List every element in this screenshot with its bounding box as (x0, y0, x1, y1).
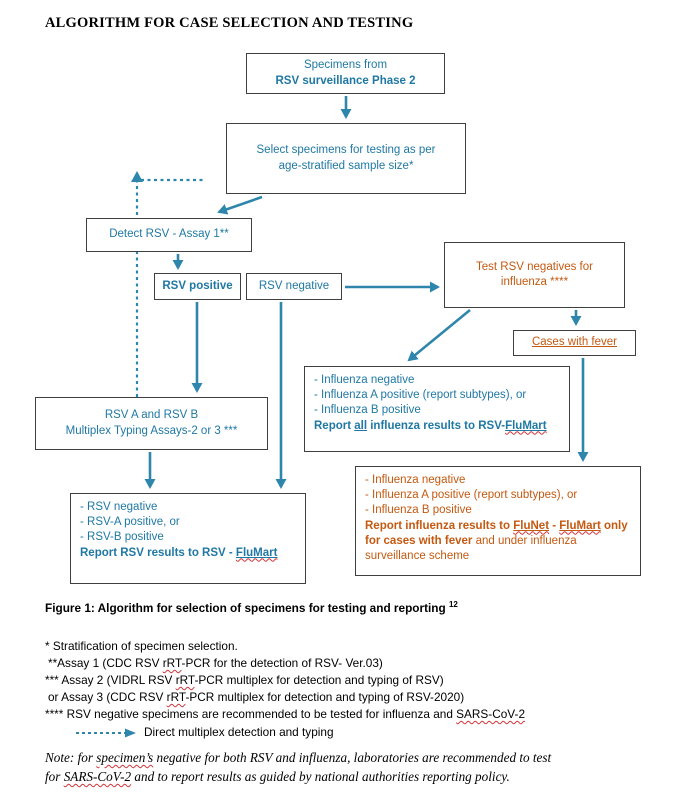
text-run: only for cases with fever (365, 519, 628, 547)
footnote-line-1: * Stratification of specimen selection. (45, 639, 238, 653)
box-influenza-results: - Influenza negative - Influenza A posit… (304, 366, 570, 452)
text-run-underline-all: all (354, 419, 368, 432)
detect-label: Detect RSV - Assay 1** (109, 228, 229, 241)
footnote-line-4: or Assay 3 (CDC RSV rRT-PCR multiplex fo… (45, 689, 525, 706)
report-rsv-item1: - RSV negative (80, 501, 158, 513)
text-run: -PCR multiplex for detection and typing … (185, 690, 465, 704)
text-run: Note: for (45, 750, 97, 765)
influenza-results-report-line: Report all influenza results to RSV-FluM… (314, 419, 560, 434)
influenza-results-item1: - Influenza negative (314, 374, 415, 386)
box-specimens: Specimens from RSV surveillance Phase 2 (246, 53, 445, 94)
note-line-2: for SARS-CoV-2 and to report results as … (45, 767, 650, 786)
rsv-positive-label: RSV positive (162, 279, 233, 292)
box-rsv-positive: RSV positive (154, 273, 241, 300)
text-run: negative for both RSV and influenza, lab… (153, 750, 552, 765)
arrow-influenza-to-results (407, 308, 471, 362)
box-report-rsv: - RSV negative - RSV-A positive, or - RS… (70, 493, 306, 584)
bottom-note: Note: for specimen’s negative for both R… (45, 748, 650, 786)
test-influenza-line1: Test RSV negatives for (476, 260, 593, 273)
footnote-line-3: *** Assay 2 (VIDRL RSV rRT-PCR multiplex… (45, 672, 525, 689)
box-select-specimens: Select specimens for testing as per age-… (226, 123, 466, 194)
rsv-negative-label: RSV negative (258, 279, 330, 292)
caption-superscript: 12 (448, 600, 458, 609)
text-run: or Assay 3 (CDC RSV (48, 690, 167, 704)
caption-text: Figure 1: Algorithm for selection of spe… (45, 600, 446, 615)
text-run: Report RSV results to RSV - (80, 546, 236, 559)
text-run-flunet: FluNet (513, 519, 550, 532)
text-run: **** RSV negative specimens are recommen… (45, 707, 457, 721)
arrow-select-to-detect (217, 195, 263, 215)
report-influenza-report-line: Report influenza results to FluNet - Flu… (365, 519, 631, 565)
text-run: -PCR multiplex for detection and typing … (194, 673, 444, 687)
multiplex-line2: Multiplex Typing Assays-2 or 3 *** (65, 424, 238, 437)
report-rsv-report-line: Report RSV results to RSV - FluMart (80, 546, 296, 561)
select-line1: Select specimens for testing as per (256, 144, 436, 157)
footnotes: * Stratification of specimen selection. … (45, 638, 525, 741)
text-run-flumart: FluMart (505, 419, 547, 432)
text-run: influenza results to RSV- (367, 419, 506, 432)
text-run-flumart: FluMart (559, 519, 601, 532)
influenza-results-item2: - Influenza A positive (report subtypes)… (314, 389, 527, 402)
text-run: and to report results as guided by natio… (131, 769, 510, 785)
footnote-line-5: **** RSV negative specimens are recommen… (45, 706, 525, 723)
text-run: -PCR for the detection of RSV- Ver.03) (181, 656, 383, 670)
text-run: *** Assay 2 (VIDRL RSV (45, 673, 176, 687)
multiplex-line1: RSV A and RSV B (104, 409, 199, 422)
report-influenza-item3: - Influenza B positive (365, 504, 472, 517)
text-run-sars: SARS-CoV-2 (456, 707, 526, 721)
text-run: Report influenza results to (365, 519, 514, 532)
select-line2: age-stratified sample size* (278, 159, 414, 172)
report-rsv-item2: - RSV-A positive, or (80, 516, 180, 529)
specimens-line1: Specimens from (303, 59, 388, 72)
specimens-line2: RSV surveillance Phase 2 (275, 74, 416, 87)
text-run: - (549, 519, 560, 532)
report-influenza-item1: - Influenza negative (365, 474, 466, 486)
report-influenza-item2: - Influenza A positive (report subtypes)… (365, 489, 578, 502)
box-rsv-negative: RSV negative (246, 273, 342, 300)
footnote-line-2: **Assay 1 (CDC RSV rRT-PCR for the detec… (45, 655, 525, 672)
text-run-flumart: FluMart (235, 546, 278, 559)
text-run-specimens: specimen’s (96, 750, 154, 765)
influenza-results-item3: - Influenza B positive (314, 404, 421, 417)
box-detect-rsv: Detect RSV - Assay 1** (86, 218, 252, 252)
text-run-rrt: rRT (162, 656, 182, 670)
figure-caption: Figure 1: Algorithm for selection of spe… (45, 600, 458, 615)
text-run: for (45, 769, 64, 785)
box-test-influenza: Test RSV negatives for influenza **** (444, 242, 625, 308)
dashed-arrow-icon (76, 728, 136, 737)
text-run: **Assay 1 (CDC RSV (48, 656, 163, 670)
legend-direct-multiplex: Direct multiplex detection and typing (45, 724, 525, 741)
box-cases-with-fever: Cases with fever (513, 330, 636, 356)
report-rsv-item3: - RSV-B positive (80, 531, 164, 544)
text-run: Report (314, 419, 355, 432)
page-title: ALGORITHM FOR CASE SELECTION AND TESTING (45, 15, 414, 31)
text-run: and under influenza surveillance scheme (365, 534, 577, 562)
dashed-arrow-head-icon (131, 171, 143, 182)
note-line-1: Note: for specimen’s negative for both R… (45, 748, 650, 767)
text-run-rrt: rRT (166, 690, 186, 704)
cases-with-fever-label: Cases with fever (531, 336, 617, 349)
text-run-rrt: rRT (175, 673, 195, 687)
box-multiplex-typing: RSV A and RSV B Multiplex Typing Assays-… (35, 397, 268, 450)
box-report-influenza: - Influenza negative - Influenza A posit… (355, 466, 641, 576)
text-run-sars: SARS-CoV-2 (63, 769, 132, 785)
legend-label: Direct multiplex detection and typing (144, 725, 334, 739)
test-influenza-line2: influenza **** (500, 276, 569, 288)
